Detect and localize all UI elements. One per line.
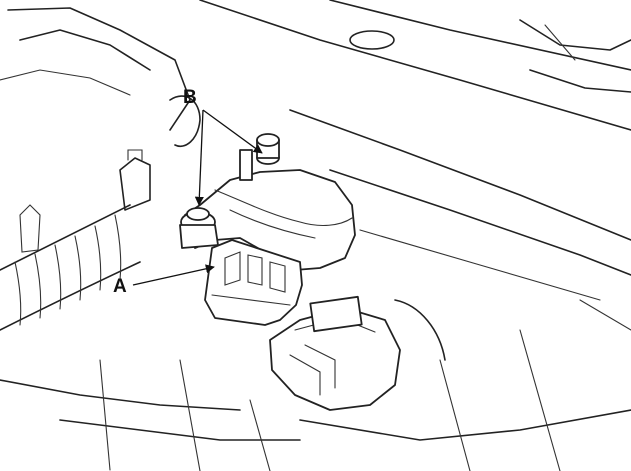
- secondary-connector: [269, 295, 446, 411]
- leader-a: [132, 264, 215, 286]
- connector-a: [204, 239, 303, 326]
- left-sensor: [19, 149, 151, 253]
- callout-label-b: B: [183, 87, 197, 108]
- corrugated-hose: [0, 204, 141, 331]
- callout-label-a: A: [113, 276, 127, 297]
- leader-b-upper: [202, 109, 263, 154]
- leader-b-lower: [194, 109, 204, 206]
